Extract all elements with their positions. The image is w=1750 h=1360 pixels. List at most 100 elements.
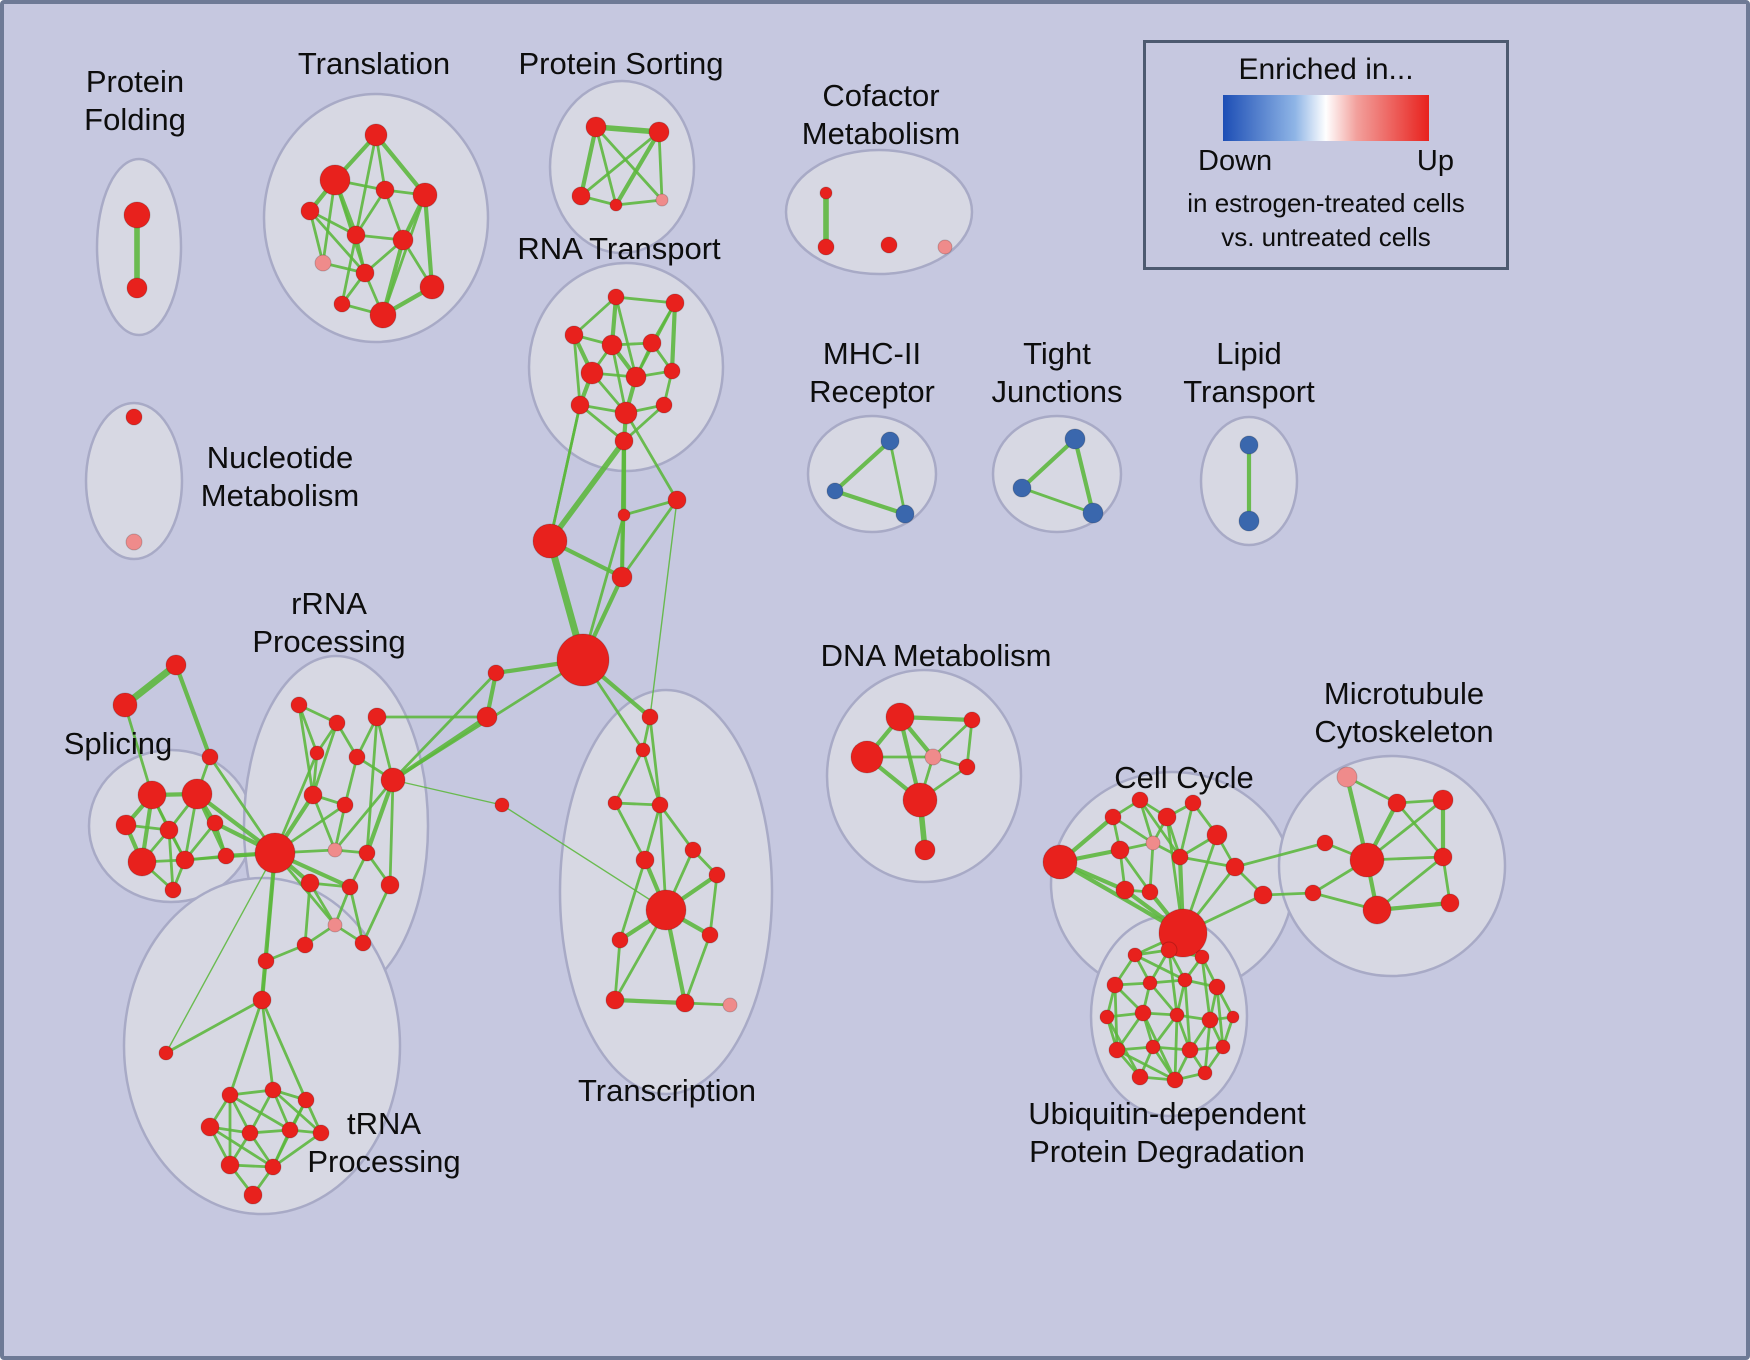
gene-set-node: [914, 839, 936, 861]
gene-set-node: [924, 748, 942, 766]
gene-set-node: [367, 707, 387, 727]
gene-set-node: [412, 182, 438, 208]
edge: [547, 438, 627, 544]
cluster-label-rna-transport: RNA Transport: [517, 231, 721, 266]
gene-set-node: [722, 997, 738, 1013]
edge: [578, 403, 626, 443]
gene-set-node: [1201, 1011, 1219, 1029]
gene-set-node: [380, 767, 406, 793]
edge: [622, 498, 679, 517]
edge: [208, 1125, 275, 1169]
gene-set-node: [675, 993, 695, 1013]
edge: [1138, 798, 1182, 859]
gene-set-node: [1134, 1004, 1152, 1022]
gene-set-node: [1131, 1068, 1149, 1086]
edge: [173, 662, 213, 760]
gene-set-node: [1141, 883, 1159, 901]
gene-set-node: [585, 116, 607, 138]
gene-set-node: [328, 714, 346, 732]
gene-set-node: [684, 841, 702, 859]
gene-set-node: [642, 333, 662, 353]
gene-set-node: [1433, 847, 1453, 867]
gene-set-node: [175, 850, 195, 870]
gene-set-node: [708, 866, 726, 884]
edge: [1173, 1013, 1179, 1082]
gene-set-node: [617, 508, 631, 522]
gene-set-node: [125, 533, 143, 551]
gene-set-node: [641, 708, 659, 726]
edge: [297, 703, 319, 755]
edge: [390, 714, 490, 783]
gene-set-node: [1206, 824, 1228, 846]
edge: [271, 1088, 323, 1135]
gene-set-node: [1115, 880, 1135, 900]
edge: [614, 295, 677, 305]
edge: [931, 718, 974, 759]
gene-set-node: [336, 796, 354, 814]
gene-set-node: [137, 780, 167, 810]
gene-set-node: [125, 408, 143, 426]
gene-set-node: [1197, 1065, 1213, 1081]
gene-set-node: [1099, 1009, 1115, 1025]
edge: [610, 343, 628, 415]
gene-set-node: [494, 797, 510, 813]
edge: [612, 997, 688, 1006]
gene-set-node: [817, 238, 835, 256]
edge: [613, 801, 647, 862]
gene-set-node: [220, 1155, 240, 1175]
gene-set-node: [419, 274, 445, 300]
legend-caption: in estrogen-treated cells vs. untreated …: [1187, 186, 1464, 254]
edge: [614, 198, 664, 207]
gene-set-node: [1225, 857, 1245, 877]
gene-set-node: [181, 778, 213, 810]
cluster-ellipse-protein-sorting: [548, 79, 696, 255]
gene-set-node: [206, 814, 224, 832]
cluster-ellipse-mhc-ii-receptor: [806, 414, 938, 534]
gene-set-node: [564, 325, 584, 345]
gene-set-node: [369, 301, 397, 329]
gene-set-node: [625, 366, 647, 388]
gene-set-node: [127, 847, 157, 877]
legend-box: Enriched in... Down Up in estrogen-treat…: [1143, 40, 1509, 270]
gene-set-node: [532, 523, 568, 559]
edge: [648, 715, 662, 807]
gene-set-node: [963, 711, 981, 729]
legend-title: Enriched in...: [1238, 53, 1414, 86]
gene-set-node: [937, 239, 953, 255]
edge: [340, 233, 358, 306]
edge: [311, 721, 339, 797]
gene-set-node: [655, 396, 673, 414]
edge: [649, 499, 678, 718]
edge: [548, 403, 582, 543]
gene-set-node: [1160, 941, 1178, 959]
edge: [578, 124, 599, 199]
gene-set-node: [665, 293, 685, 313]
gene-set-node: [1253, 885, 1273, 905]
edge: [594, 125, 618, 207]
gene-set-node: [880, 431, 900, 451]
gene-set-node: [159, 820, 179, 840]
gene-set-node: [850, 740, 884, 774]
gene-set-node: [1432, 789, 1454, 811]
legend-up-label: Up: [1416, 145, 1454, 177]
edge: [1200, 955, 1212, 1022]
gene-set-node: [112, 692, 138, 718]
gene-set-node: [158, 1045, 174, 1061]
gene-set-node: [380, 875, 400, 895]
edge: [658, 803, 695, 852]
gene-set-node: [1145, 835, 1161, 851]
gene-set-node: [476, 706, 498, 728]
gene-set-node: [358, 844, 376, 862]
gene-set-node: [1012, 478, 1032, 498]
gene-set-node: [300, 873, 320, 893]
edge: [381, 193, 427, 317]
cluster-label-dna-metabolism: DNA Metabolism: [821, 638, 1052, 673]
edge: [248, 1088, 275, 1135]
gene-set-node: [614, 401, 638, 425]
edge: [343, 755, 359, 807]
gene-set-node: [1104, 808, 1122, 826]
edge: [1133, 953, 1187, 982]
edge: [422, 192, 435, 290]
